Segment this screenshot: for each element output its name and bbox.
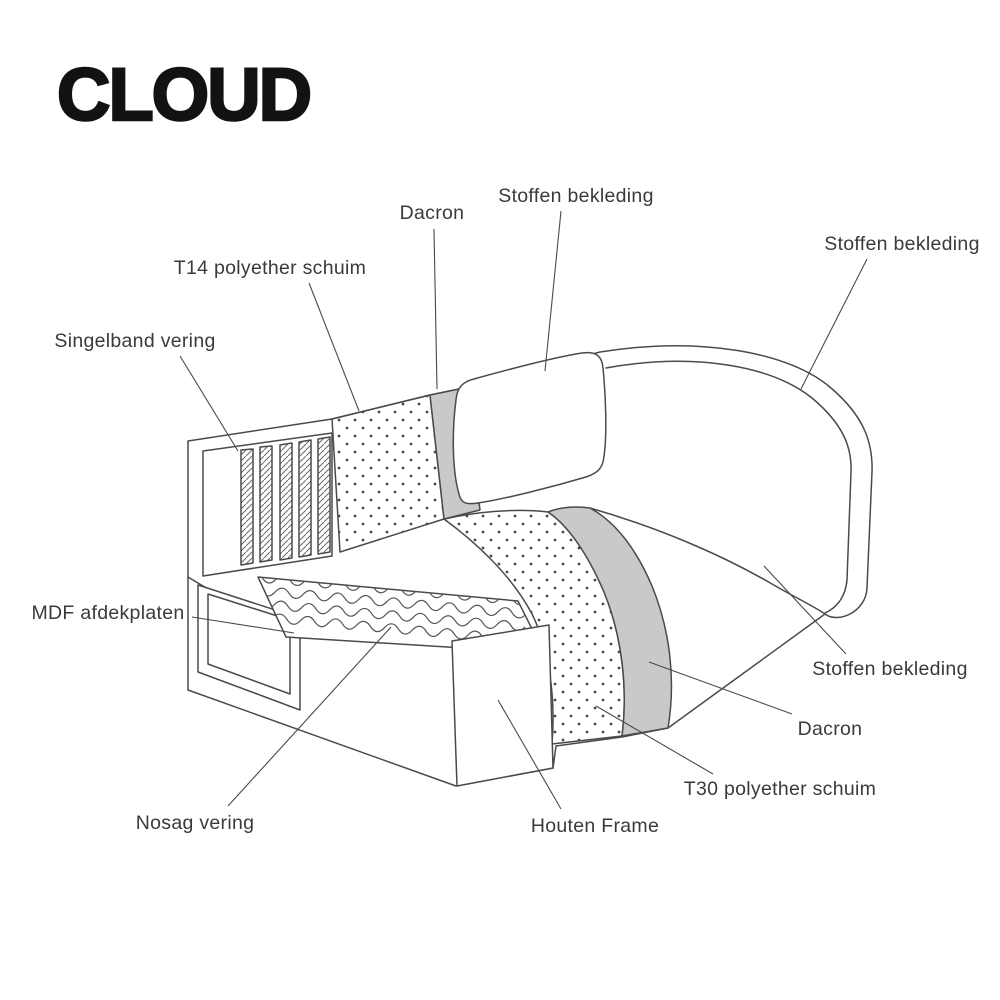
leader-line-nosag [227,626,392,807]
leader-line-stoffen-arm [800,258,868,390]
leader-line-dacron-seat [648,661,793,715]
label-singelband-vering: Singelband vering [54,330,215,352]
leader-line-mdf [191,616,295,634]
leader-line-houten-frame [497,699,562,810]
label-mdf-afdekplaten: MDF afdekplaten [32,602,185,624]
leader-line-singelband [179,355,239,452]
label-stoffen-bekleding-back: Stoffen bekleding [498,185,653,207]
leader-line-t30 [595,705,714,775]
leader-line-stoffen-back [544,210,562,372]
front-wood-box [451,624,554,787]
label-stoffen-bekleding-seat: Stoffen bekleding [812,658,967,680]
webbing-strap [259,445,273,563]
webbing-strap [298,439,312,558]
seat-back-junction-line [589,507,826,615]
product-title: CLOUD [56,53,314,136]
seat-dacron-band [547,506,673,737]
label-t14-polyether-schuim: T14 polyether schuim [174,257,366,279]
leader-line-t14 [308,282,360,412]
sofa-drawing [187,345,873,787]
webbing-strap [279,442,293,561]
arm-inner-edge [605,360,852,614]
webbing-straps [240,436,331,566]
label-stoffen-bekleding-arm: Stoffen bekleding [824,233,979,255]
label-nosag-vering: Nosag vering [136,812,255,834]
label-houten-frame: Houten Frame [531,815,659,837]
webbing-strap [317,436,331,555]
mdf-panel [207,593,291,695]
webbing-strap [240,448,254,566]
label-t30-polyether-schuim: T30 polyether schuim [684,778,876,800]
leader-line-dacron-back [433,228,438,390]
leader-line-stoffen-seat [763,565,847,655]
back-cushion [452,351,607,505]
part-labels: Dacron Stoffen bekleding Stoffen bekledi… [32,185,980,837]
leader-lines [179,210,868,810]
label-dacron-seat: Dacron [798,718,863,740]
label-dacron-back: Dacron [400,202,465,224]
